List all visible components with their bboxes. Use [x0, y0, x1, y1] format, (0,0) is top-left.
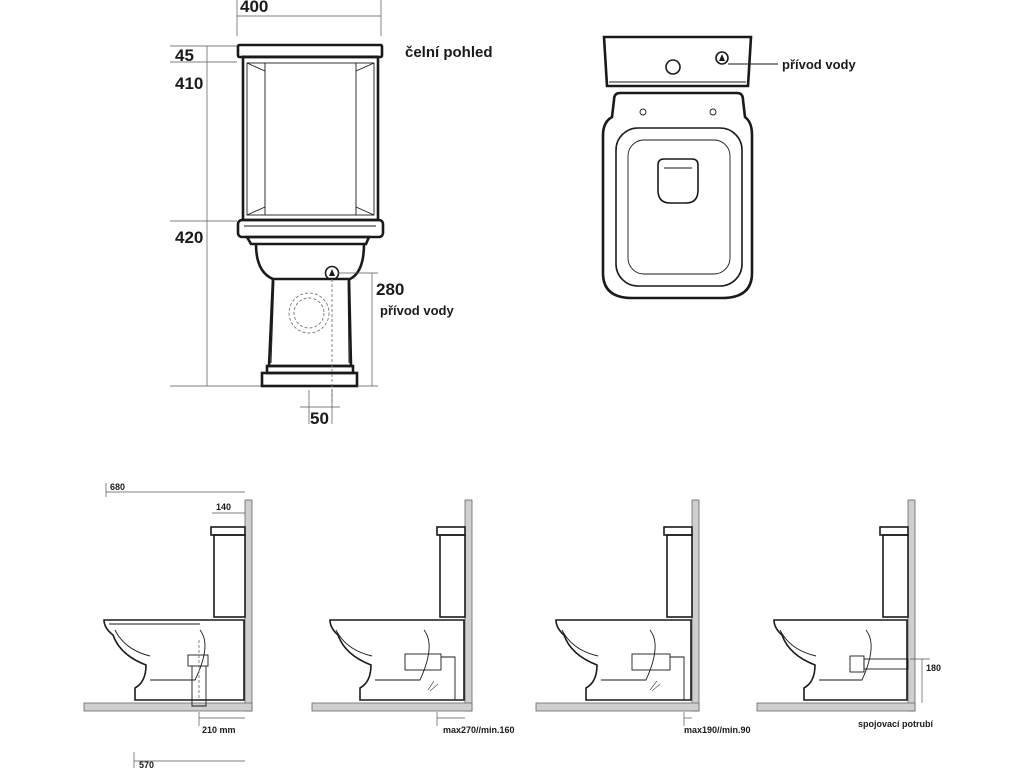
front-view-title: čelní pohled [405, 44, 493, 61]
dim-offset-50: 50 [310, 409, 329, 428]
dim-inlet-280: 280 [376, 280, 404, 299]
bowl [254, 243, 366, 281]
cistern-base [236, 218, 385, 239]
dim-lid-45: 45 [175, 46, 194, 65]
side-views: 680 570 140 210 mm [83, 482, 941, 770]
side-view-2: max270//min.160 [311, 499, 515, 735]
seat-band [244, 235, 371, 246]
inlet-marker-top-icon [715, 51, 729, 65]
seat-outline [601, 91, 754, 300]
dim-bowl-420: 420 [175, 228, 203, 247]
front-view: 400 45 410 420 [170, 0, 493, 428]
variant-2-label: max270//min.160 [443, 725, 515, 735]
side-view-1: 210 mm [83, 499, 253, 735]
variant-3-label: max190//min.90 [684, 725, 751, 735]
cistern-lid [236, 43, 384, 59]
pedestal [267, 278, 353, 368]
flush-button-icon [665, 59, 681, 75]
variant-4-height: 180 [926, 663, 941, 673]
dim-depth-680: 680 [110, 482, 125, 492]
top-view: přívod vody [601, 35, 856, 300]
dim-tank-410: 410 [175, 74, 203, 93]
tank-top [602, 35, 753, 88]
plinth-lower [260, 371, 359, 388]
inlet-label-front: přívod vody [380, 303, 454, 318]
dim-tank-140: 140 [216, 502, 231, 512]
outlet-hidden [288, 292, 330, 334]
drain-opening [657, 158, 699, 204]
dim-width-400: 400 [240, 0, 268, 16]
inlet-label-top: přívod vody [782, 57, 856, 72]
side-view-3: max190//min.90 [535, 499, 751, 735]
side-view-4: 180 spojovací potrubí [756, 499, 941, 729]
dim-base-570: 570 [139, 760, 154, 768]
seat-inner [615, 127, 743, 287]
variant-1-label: 210 mm [202, 725, 236, 735]
cistern-body [241, 55, 380, 222]
variant-4-label: spojovací potrubí [858, 719, 934, 729]
